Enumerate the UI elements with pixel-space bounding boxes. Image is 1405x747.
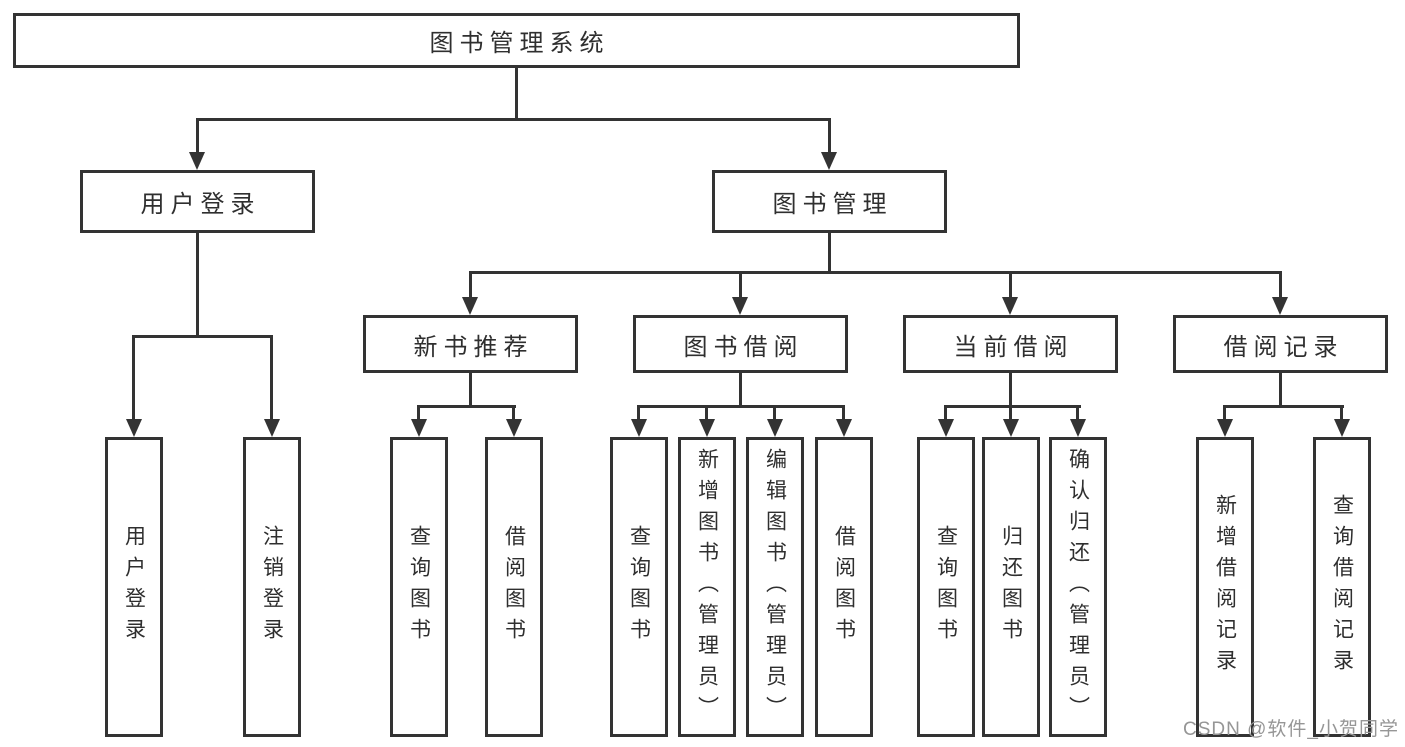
- leaf-nbr-query-books: 查询图书: [390, 437, 448, 737]
- connector-line: [469, 271, 1282, 274]
- connector-line: [1076, 405, 1079, 419]
- connector-line: [739, 271, 742, 297]
- arrow-down-icon: [1217, 419, 1233, 437]
- connector-line: [828, 233, 831, 273]
- node-borrow-records: 借阅记录: [1173, 315, 1388, 373]
- node-current-borrow-label: 当前借阅: [953, 333, 1074, 361]
- leaf-br-add-record: 新增借阅记录: [1196, 437, 1254, 737]
- arrow-down-icon: [264, 419, 280, 437]
- arrow-down-icon: [126, 419, 142, 437]
- connector-line: [196, 118, 199, 152]
- connector-line: [944, 405, 1081, 408]
- node-book-management: 图书管理: [712, 170, 947, 233]
- arrow-down-icon: [1003, 419, 1019, 437]
- connector-line: [739, 373, 742, 407]
- connector-line: [944, 405, 947, 419]
- arrow-down-icon: [411, 419, 427, 437]
- leaf-cb-confirm-return-admin-label: 确认归还（管理员）: [1066, 447, 1090, 727]
- node-root-label: 图书管理系统: [429, 30, 610, 57]
- connector-line: [512, 405, 515, 419]
- connector-line: [705, 405, 708, 419]
- leaf-nbr-borrow-books: 借阅图书: [485, 437, 543, 737]
- connector-line: [773, 405, 776, 419]
- connector-line: [1009, 373, 1012, 407]
- node-book-borrow: 图书借阅: [633, 315, 848, 373]
- arrow-down-icon: [699, 419, 715, 437]
- node-new-book-recommend-label: 新书推荐: [413, 333, 534, 361]
- connector-line: [828, 118, 831, 152]
- watermark: CSDN @软件_小贺同学: [1183, 719, 1399, 740]
- leaf-br-add-record-label: 新增借阅记录: [1213, 494, 1237, 680]
- arrow-down-icon: [462, 297, 478, 315]
- leaf-nbr-borrow-books-label: 借阅图书: [502, 525, 526, 649]
- leaf-br-query-record-label: 查询借阅记录: [1330, 494, 1354, 680]
- node-current-borrow: 当前借阅: [903, 315, 1118, 373]
- node-book-borrow-label: 图书借阅: [683, 333, 804, 361]
- connector-line: [1279, 373, 1282, 407]
- connector-line: [196, 118, 831, 121]
- leaf-bb-edit-books-admin: 编辑图书（管理员）: [746, 437, 804, 737]
- leaf-cb-return-books: 归还图书: [982, 437, 1040, 737]
- connector-line: [1009, 405, 1012, 419]
- leaf-bb-borrow-books: 借阅图书: [815, 437, 873, 737]
- leaf-user-login: 用户登录: [105, 437, 163, 737]
- connector-line: [1223, 405, 1226, 419]
- arrow-down-icon: [1334, 419, 1350, 437]
- arrow-down-icon: [821, 152, 837, 170]
- connector-line: [270, 335, 273, 419]
- connector-line: [469, 271, 472, 297]
- connector-line: [196, 233, 199, 337]
- leaf-nbr-query-books-label: 查询图书: [407, 525, 431, 649]
- connector-line: [637, 405, 640, 419]
- arrow-down-icon: [938, 419, 954, 437]
- connector-line: [842, 405, 845, 419]
- connector-line: [515, 68, 518, 120]
- arrow-down-icon: [506, 419, 522, 437]
- leaf-logout-label: 注销登录: [260, 525, 284, 649]
- leaf-cb-return-books-label: 归还图书: [999, 525, 1023, 649]
- arrow-down-icon: [836, 419, 852, 437]
- connector-line: [1340, 405, 1343, 419]
- connector-line: [1223, 405, 1344, 408]
- leaf-logout: 注销登录: [243, 437, 301, 737]
- arrow-down-icon: [767, 419, 783, 437]
- connector-line: [132, 335, 273, 338]
- leaf-bb-add-books-admin-label: 新增图书（管理员）: [695, 447, 719, 727]
- leaf-bb-query-books-label: 查询图书: [627, 525, 651, 649]
- connector-line: [417, 405, 516, 408]
- arrow-down-icon: [1272, 297, 1288, 315]
- node-book-management-label: 图书管理: [772, 191, 893, 218]
- connector-line: [1009, 271, 1012, 297]
- node-user-login: 用户登录: [80, 170, 315, 233]
- connector-line: [1279, 271, 1282, 297]
- connector-line: [637, 405, 845, 408]
- leaf-cb-confirm-return-admin: 确认归还（管理员）: [1049, 437, 1107, 737]
- connector-line: [417, 405, 420, 419]
- node-new-book-recommend: 新书推荐: [363, 315, 578, 373]
- leaf-bb-add-books-admin: 新增图书（管理员）: [678, 437, 736, 737]
- node-user-login-label: 用户登录: [140, 191, 261, 218]
- leaf-user-login-label: 用户登录: [122, 525, 146, 649]
- arrow-down-icon: [1070, 419, 1086, 437]
- leaf-cb-query-books-label: 查询图书: [934, 525, 958, 649]
- arrow-down-icon: [631, 419, 647, 437]
- node-root: 图书管理系统: [13, 13, 1020, 68]
- leaf-cb-query-books: 查询图书: [917, 437, 975, 737]
- arrow-down-icon: [732, 297, 748, 315]
- arrow-down-icon: [189, 152, 205, 170]
- leaf-br-query-record: 查询借阅记录: [1313, 437, 1371, 737]
- connector-line: [469, 373, 472, 407]
- leaf-bb-borrow-books-label: 借阅图书: [832, 525, 856, 649]
- leaf-bb-query-books: 查询图书: [610, 437, 668, 737]
- arrow-down-icon: [1002, 297, 1018, 315]
- leaf-bb-edit-books-admin-label: 编辑图书（管理员）: [763, 447, 787, 727]
- node-borrow-records-label: 借阅记录: [1223, 333, 1344, 361]
- connector-line: [132, 335, 135, 419]
